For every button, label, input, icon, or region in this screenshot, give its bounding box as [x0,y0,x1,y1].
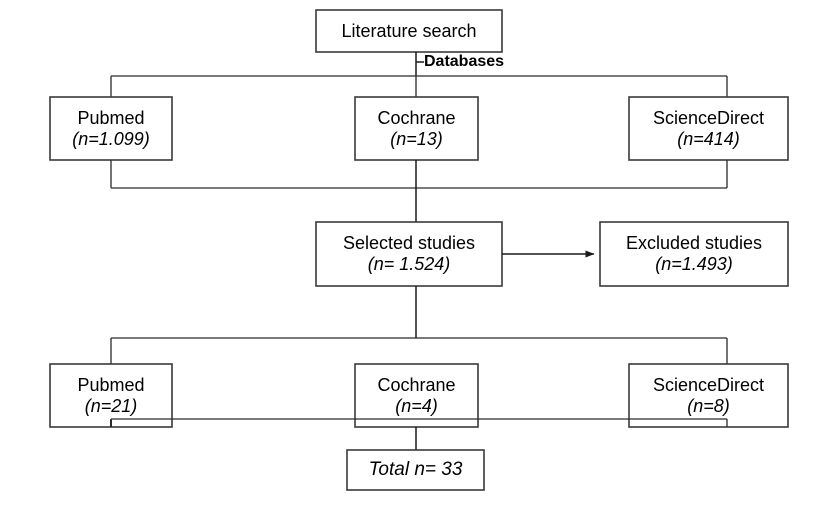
node-pubmed-top-rect [49,96,173,161]
node-sciencedirect-top-rect [628,96,789,161]
node-selected-studies-rect [315,221,503,287]
edge-label-databases: Databases [424,53,505,70]
node-cochrane-top-rect [354,96,479,161]
node-pubmed-bottom-rect [49,363,173,428]
node-cochrane-bottom-rect [354,363,479,428]
node-total-rect [346,449,485,491]
node-sciencedirect-bottom-rect [628,363,789,428]
node-excluded-studies-rect [599,221,789,287]
node-literature-search-rect [315,9,503,53]
